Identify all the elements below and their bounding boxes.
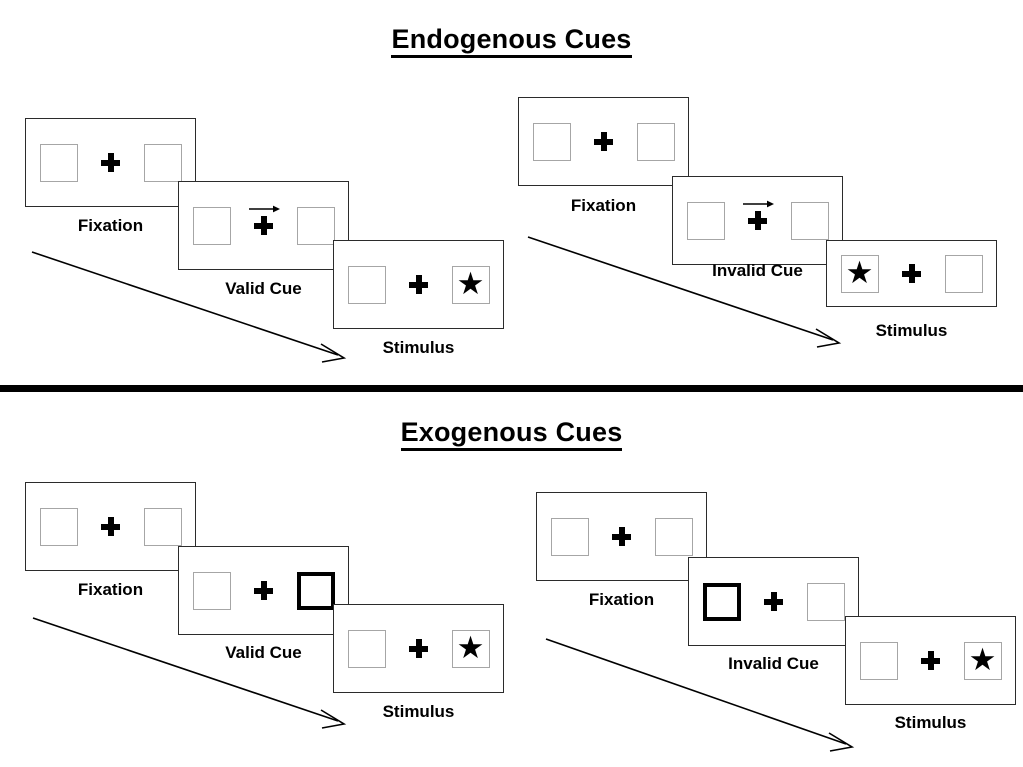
panel-endogenous-invalid-stimulus: ★ [826, 240, 997, 307]
fixation-area [402, 627, 436, 671]
right-box: ★ [451, 265, 490, 304]
panel-endogenous-invalid-fixation [518, 97, 689, 186]
fixation-cross-icon [612, 527, 631, 546]
left-box [347, 265, 386, 304]
right-box [296, 206, 335, 245]
panel-content [192, 204, 335, 248]
left-box [192, 571, 231, 610]
right-box [944, 254, 983, 293]
caption-exogenous-invalid-cue: Invalid Cue [728, 654, 819, 673]
right-box [636, 122, 675, 161]
right-box [143, 143, 182, 182]
fixation-cross-icon [594, 132, 613, 151]
panel-content [192, 569, 335, 613]
section-title-endogenous-text: Endogenous Cues [391, 24, 632, 58]
star-stimulus-icon: ★ [845, 255, 874, 290]
caption-endogenous-valid-fixation: Fixation [77, 216, 144, 235]
fixation-cross-icon [921, 651, 940, 670]
fixation-cross-icon [254, 216, 273, 235]
section-divider [0, 385, 1023, 392]
fixation-area [247, 569, 281, 613]
right-box-cued [296, 571, 335, 610]
left-box [686, 201, 725, 240]
panel-exogenous-invalid-stimulus: ★ [845, 616, 1016, 705]
left-box [859, 641, 898, 680]
caption-endogenous-invalid-stimulus: Stimulus [875, 321, 948, 340]
time-flow-arrow-exogenous-invalid [545, 638, 855, 752]
caption-endogenous-invalid-cue: Invalid Cue [712, 261, 803, 280]
caption-exogenous-valid-cue: Valid Cue [225, 643, 302, 662]
fixation-cross-icon [409, 639, 428, 658]
fixation-area [914, 639, 948, 683]
right-box [654, 517, 693, 556]
left-box [39, 507, 78, 546]
left-box [532, 122, 571, 161]
section-title-endogenous: Endogenous Cues [0, 24, 1023, 58]
panel-exogenous-valid-stimulus: ★ [333, 604, 504, 693]
fixation-area [741, 199, 775, 243]
fixation-area [94, 141, 128, 185]
panel-exogenous-valid-fixation [25, 482, 196, 571]
panel-content [550, 515, 693, 559]
time-flow-arrow-exogenous-valid [32, 617, 347, 729]
panel-endogenous-valid-cue [178, 181, 349, 270]
fixation-area [605, 515, 639, 559]
panel-endogenous-invalid-cue [672, 176, 843, 265]
panel-content: ★ [347, 627, 490, 671]
fixation-cross-icon [254, 581, 273, 600]
fixation-area [757, 580, 791, 624]
star-stimulus-icon: ★ [968, 642, 997, 677]
left-box [347, 629, 386, 668]
star-stimulus-icon: ★ [456, 630, 485, 665]
panel-content [39, 141, 182, 185]
right-box: ★ [451, 629, 490, 668]
panel-exogenous-invalid-cue [688, 557, 859, 646]
fixation-area [402, 263, 436, 307]
left-box-cued [702, 582, 741, 621]
fixation-area [247, 204, 281, 248]
right-box: ★ [963, 641, 1002, 680]
fixation-cross-icon [101, 153, 120, 172]
panel-content: ★ [347, 263, 490, 307]
time-flow-arrow-endogenous-invalid [527, 236, 842, 348]
cue-arrow-right-icon [742, 200, 774, 207]
caption-endogenous-valid-stimulus: Stimulus [382, 338, 455, 357]
left-box: ★ [840, 254, 879, 293]
fixation-area [587, 120, 621, 164]
caption-endogenous-valid-cue: Valid Cue [225, 279, 302, 298]
caption-exogenous-invalid-stimulus: Stimulus [894, 713, 967, 732]
panel-content [532, 120, 675, 164]
caption-exogenous-valid-fixation: Fixation [77, 580, 144, 599]
panel-exogenous-valid-cue [178, 546, 349, 635]
panel-content [686, 199, 829, 243]
fixation-cross-icon [764, 592, 783, 611]
right-box [806, 582, 845, 621]
caption-exogenous-valid-stimulus: Stimulus [382, 702, 455, 721]
panel-endogenous-valid-stimulus: ★ [333, 240, 504, 329]
star-stimulus-icon: ★ [456, 266, 485, 301]
fixation-cross-icon [748, 211, 767, 230]
panel-content [39, 505, 182, 549]
caption-exogenous-invalid-fixation: Fixation [588, 590, 655, 609]
fixation-area [895, 252, 929, 296]
panel-content: ★ [840, 252, 983, 296]
panel-endogenous-valid-fixation [25, 118, 196, 207]
right-box [790, 201, 829, 240]
fixation-cross-icon [902, 264, 921, 283]
left-box [192, 206, 231, 245]
section-title-exogenous: Exogenous Cues [0, 417, 1023, 451]
fixation-cross-icon [101, 517, 120, 536]
fixation-cross-icon [409, 275, 428, 294]
right-box [143, 507, 182, 546]
left-box [550, 517, 589, 556]
time-flow-arrow-endogenous-valid [31, 251, 347, 363]
caption-endogenous-invalid-fixation: Fixation [570, 196, 637, 215]
cue-arrow-right-icon [248, 205, 280, 212]
fixation-area [94, 505, 128, 549]
panel-exogenous-invalid-fixation [536, 492, 707, 581]
section-title-exogenous-text: Exogenous Cues [400, 417, 623, 451]
panel-content [702, 580, 845, 624]
left-box [39, 143, 78, 182]
panel-content: ★ [859, 639, 1002, 683]
